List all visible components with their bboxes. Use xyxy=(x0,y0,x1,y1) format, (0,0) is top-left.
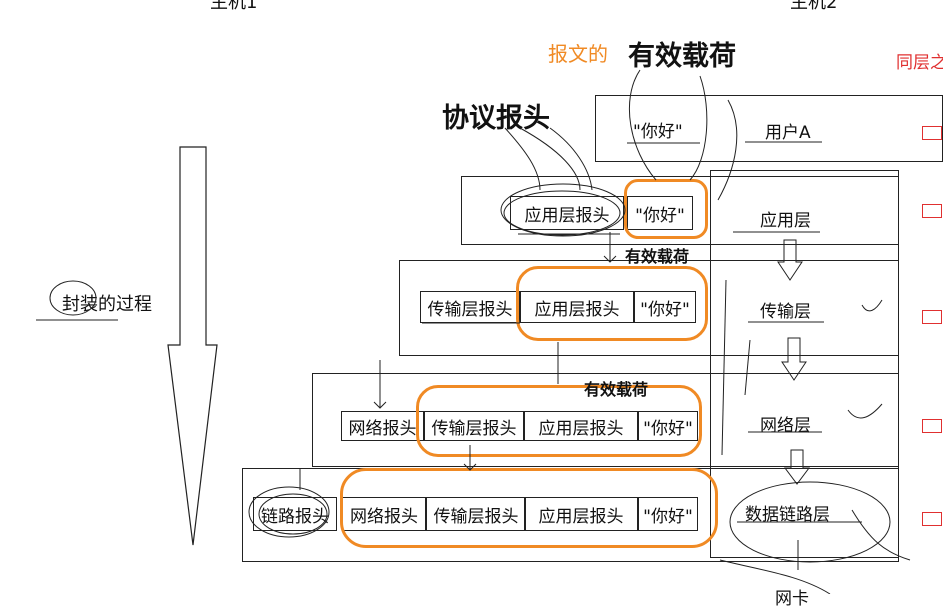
network-hello-cell: "你好" xyxy=(638,411,698,441)
user-hello: "你好" xyxy=(633,122,683,142)
layer-network: 网络层 xyxy=(760,416,811,436)
layer-transport: 传输层 xyxy=(760,302,811,322)
transport-hello-cell: "你好" xyxy=(634,291,696,323)
network-header-cell: 网络报头 xyxy=(341,411,424,441)
link-app-header-cell: 应用层报头 xyxy=(524,497,638,531)
same-layer-label: 同层之 xyxy=(896,53,943,73)
layer-user: 用户A xyxy=(765,123,811,143)
transport-app-header-cell: 应用层报头 xyxy=(520,291,634,323)
payload-title: 有效载荷 xyxy=(628,41,736,72)
layer-column xyxy=(710,170,899,558)
layer-app: 应用层 xyxy=(760,211,811,231)
layer-datalink: 数据链路层 xyxy=(745,505,830,525)
encapsulation-label: 封装的过程 xyxy=(62,294,152,315)
link-hello-cell: "你好" xyxy=(638,497,698,531)
payload-orange-label: 报文的 xyxy=(548,42,608,66)
network-transport-header-cell: 传输层报头 xyxy=(424,411,524,441)
network-app-header-cell: 应用层报头 xyxy=(524,411,638,441)
host1-label: 主机1 xyxy=(210,0,258,13)
hand-annotations xyxy=(36,69,911,594)
red-marker-2 xyxy=(922,204,942,218)
red-marker-1 xyxy=(922,126,942,140)
payload-label-network: 有效载荷 xyxy=(584,380,649,399)
red-marker-5 xyxy=(922,512,942,526)
payload-label-transport: 有效载荷 xyxy=(625,247,690,266)
protocol-header-title: 协议报头 xyxy=(442,103,550,134)
payload-ring-transport xyxy=(516,266,708,341)
red-marker-4 xyxy=(922,419,942,433)
payload-ring-datalink xyxy=(340,468,718,548)
payload-ring-app xyxy=(624,179,708,239)
app-hello-cell: "你好" xyxy=(627,196,693,230)
link-header-cell: 链路报头 xyxy=(253,497,337,531)
link-transport-header-cell: 传输层报头 xyxy=(426,497,526,531)
payload-ring-network xyxy=(416,385,702,457)
app-header-cell: 应用层报头 xyxy=(510,196,624,230)
encapsulation-arrow xyxy=(167,146,218,546)
host2-label: 主机2 xyxy=(790,0,838,13)
red-marker-3 xyxy=(922,310,942,324)
